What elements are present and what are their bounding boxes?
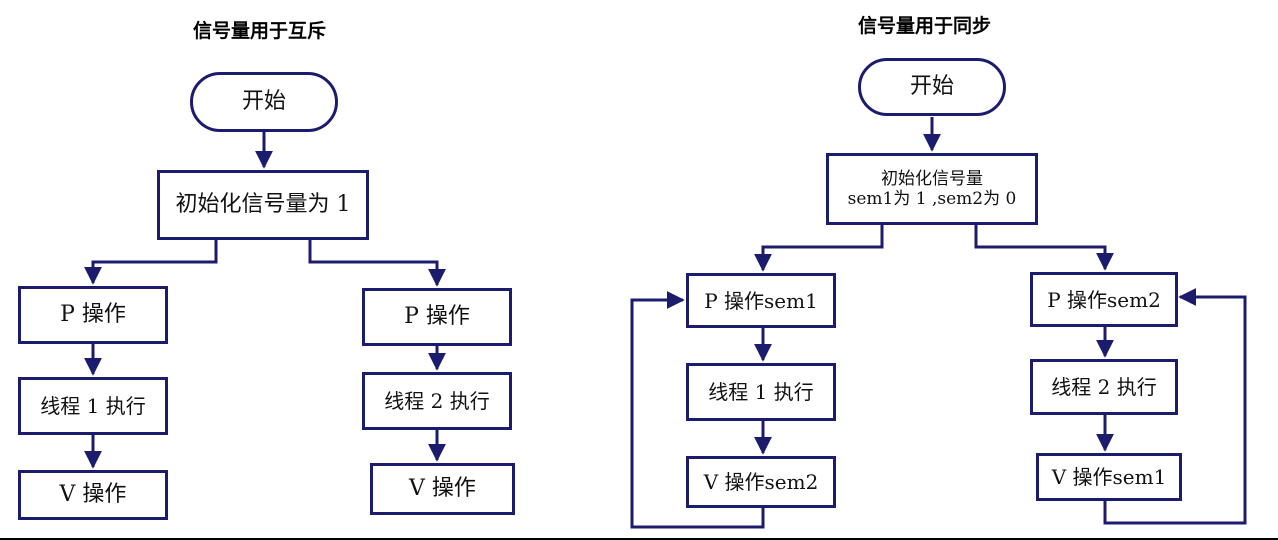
left-v-operation-1: V 操作 <box>18 470 168 520</box>
right-v-operation-sem2: V 操作sem2 <box>686 456 836 508</box>
loop-arrow-v2-to-p2-right <box>1103 288 1247 525</box>
arrow-init-to-p2-right <box>974 224 1114 271</box>
right-p-operation-sem1: P 操作sem1 <box>686 273 836 328</box>
left-p-operation-1: P 操作 <box>18 286 168 344</box>
arrow-init-to-p2-left <box>308 239 446 287</box>
loop-arrow-v1-to-p1-right <box>630 291 765 529</box>
left-diagram-title: 信号量用于互斥 <box>193 20 327 42</box>
left-thread-1-run: 线程 1 执行 <box>18 377 168 435</box>
right-init-line-1: 初始化信号量 <box>881 168 983 189</box>
arrow-init-to-p1-right <box>754 224 884 272</box>
left-thread-2-run: 线程 2 执行 <box>362 372 512 430</box>
left-v-operation-2: V 操作 <box>370 463 515 515</box>
right-v-operation-sem1: V 操作sem1 <box>1036 453 1182 501</box>
left-start-node: 开始 <box>190 72 338 132</box>
right-init-node: 初始化信号量 sem1为 1 ,sem2为 0 <box>826 153 1038 225</box>
right-start-node: 开始 <box>858 58 1006 116</box>
right-thread-1-run: 线程 1 执行 <box>686 363 836 421</box>
left-p-operation-2: P 操作 <box>362 288 512 346</box>
right-init-line-2: sem1为 1 ,sem2为 0 <box>847 189 1017 209</box>
bottom-divider <box>0 538 1278 540</box>
arrow-init-to-p1-left <box>84 239 218 285</box>
right-thread-2-run: 线程 2 执行 <box>1030 359 1178 415</box>
right-p-operation-sem2: P 操作sem2 <box>1030 272 1178 327</box>
left-init-node: 初始化信号量为 1 <box>157 170 369 240</box>
right-diagram-title: 信号量用于同步 <box>858 15 992 37</box>
